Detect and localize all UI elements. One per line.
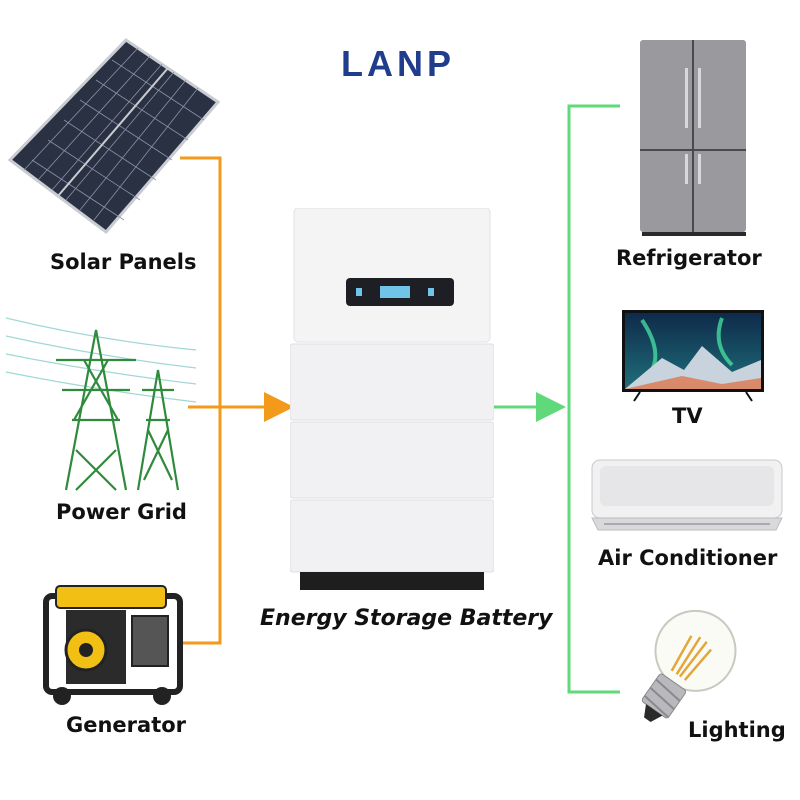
source-label-grid: Power Grid [56,500,187,524]
source-label-generator: Generator [66,713,186,737]
air-conditioner-icon [590,458,784,532]
power-tower-icon [6,310,196,492]
output-lines [494,106,620,692]
source-label-solar: Solar Panels [50,250,196,274]
load-label-refrigerator: Refrigerator [616,246,762,270]
tv-icon [622,310,764,402]
generator-icon [40,582,186,708]
refrigerator-icon [638,38,748,236]
load-label-tv: TV [672,404,703,428]
solar-panel-icon [8,38,220,234]
battery-cabinet-icon [290,208,494,592]
brand-logo: LANP [318,44,478,84]
storage-label: Energy Storage Battery [260,606,552,631]
load-label-ac: Air Conditioner [598,546,777,570]
load-label-lighting: Lighting [688,718,786,742]
